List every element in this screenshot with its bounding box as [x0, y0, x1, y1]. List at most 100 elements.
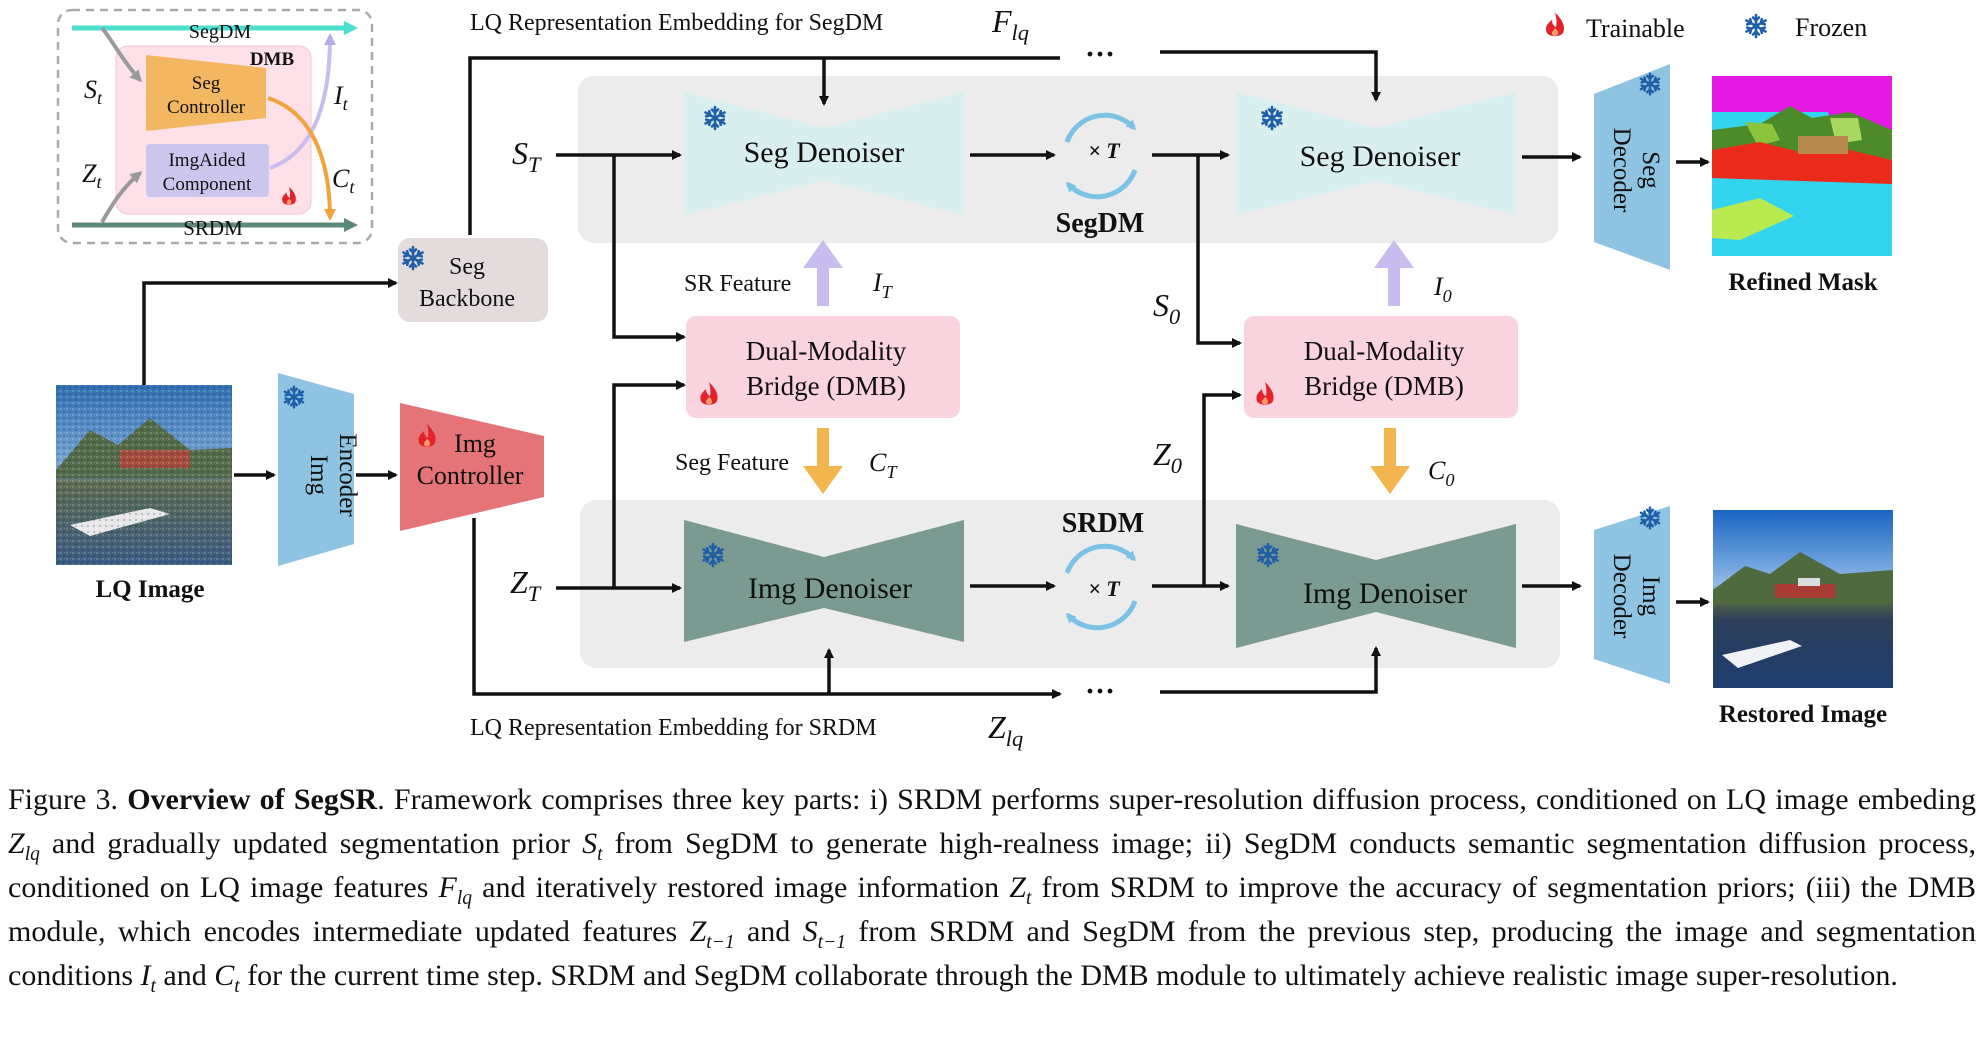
bottom-embedding-label: LQ Representation Embedding for SRDM: [470, 715, 877, 741]
z-T-label: ZT: [510, 564, 542, 606]
caption-p1: . Framework comprises three key parts: i…: [377, 783, 1977, 816]
legend: Trainable Frozen: [1546, 12, 1867, 43]
seg-denoiser-2-label: Seg Denoiser: [1300, 140, 1461, 173]
caption-c-t: Ct: [214, 959, 240, 997]
figure-caption: Figure 3. Overview of SegSR. Framework c…: [8, 778, 1976, 998]
caption-p9: for the current time step. SRDM and SegD…: [239, 959, 1898, 992]
z-lq: Zlq: [988, 709, 1023, 751]
img-denoiser-2: [1236, 524, 1516, 648]
inset-s-t: St: [84, 75, 103, 108]
inset-segdm-label: SegDM: [189, 21, 251, 43]
dmb-2-line1: Dual-Modality: [1304, 336, 1465, 366]
inset-c-t: Ct: [332, 164, 355, 197]
segsr-framework-diagram: SegDM SRDM DMB Seg Controller ImgAided C…: [56, 3, 1893, 751]
seg-decoder-line2: Decoder: [1608, 128, 1635, 213]
inset-imgaided-line1: ImgAided: [168, 150, 246, 171]
lq-image: [56, 385, 232, 565]
top-ellipsis: ···: [1085, 38, 1115, 71]
caption-p4: and iteratively restored image informati…: [472, 871, 1010, 904]
cycle-arrows-icon-2: [1064, 543, 1138, 631]
dmb-2: [1244, 316, 1518, 418]
restored-image: [1713, 510, 1893, 688]
caption-p2: and gradually updated segmentation prior: [39, 827, 583, 860]
i-0-label: I0: [1433, 272, 1452, 306]
caption-z-lq: Zlq: [8, 827, 40, 865]
seg-feature-arrow-2: [1370, 428, 1410, 494]
bottom-embedding: [472, 518, 1381, 699]
top-embedding-label: LQ Representation Embedding for SegDM: [470, 10, 883, 36]
seg-backbone-line1: Seg: [449, 254, 485, 280]
caption-z-t: Zt: [1009, 871, 1032, 909]
refined-mask-label: Refined Mask: [1728, 269, 1877, 296]
dmb-1: [686, 316, 960, 418]
s-T-label: ST: [512, 135, 542, 177]
i-T-label: IT: [872, 268, 894, 302]
sr-feature-arrow-2: [1374, 240, 1414, 306]
cycle-arrows-icon: [1064, 112, 1138, 200]
seg-backbone: [398, 238, 548, 322]
img-encoder-line1: Img: [305, 455, 332, 496]
caption-p6: and: [734, 915, 803, 948]
inset-seg-controller-line1: Seg: [192, 73, 221, 94]
c-0-label: C0: [1428, 456, 1454, 490]
z-0-label: Z0: [1153, 436, 1182, 478]
seg-feature-label: Seg Feature: [675, 450, 789, 476]
srdm-times-T: × T: [1088, 576, 1121, 601]
segdm-label: SegDM: [1056, 208, 1145, 239]
srdm-label: SRDM: [1062, 508, 1144, 539]
inset-srdm-label: SRDM: [183, 216, 243, 240]
img-decoder-line1: Img: [1637, 576, 1664, 617]
caption-p8: and: [155, 959, 215, 992]
seg-denoiser-1: [684, 92, 964, 215]
dmb-1-line1: Dual-Modality: [746, 336, 907, 366]
inset-i-t: It: [333, 81, 349, 114]
seg-feature-arrow-1: [803, 428, 843, 494]
img-denoiser-1: [684, 520, 964, 642]
caption-z-tm1: Zt−1: [689, 915, 735, 953]
img-decoder: [1594, 506, 1670, 684]
caption-p5: from SRDM to improve the accuracy of seg…: [8, 871, 1977, 948]
caption-i-t: It: [140, 959, 156, 997]
sr-feature-arrow-1: [803, 240, 843, 306]
caption-label: Figure 3.: [8, 783, 119, 816]
lq-image-label: LQ Image: [95, 576, 204, 603]
inset-z-t: Zt: [82, 159, 102, 192]
seg-decoder: [1594, 64, 1670, 270]
seg-denoiser-2: [1236, 92, 1516, 215]
img-encoder: [278, 373, 354, 566]
legend-trainable: Trainable: [1586, 14, 1685, 43]
inset-dmb-title: DMB: [250, 49, 295, 70]
seg-decoder-line1: Seg: [1637, 151, 1664, 189]
inset-imgaided-component: [146, 144, 269, 197]
restored-image-label: Restored Image: [1719, 701, 1887, 728]
img-controller-line1: Img: [454, 429, 496, 458]
seg-denoiser-1-label: Seg Denoiser: [744, 136, 905, 169]
refined-mask-image: [1712, 76, 1892, 256]
dmb-1-line2: Bridge (DMB): [746, 371, 906, 401]
c-T-label: CT: [869, 448, 898, 482]
bottom-ellipsis: ···: [1085, 675, 1115, 708]
img-decoder-line2: Decoder: [1608, 554, 1635, 639]
legend-frozen: Frozen: [1795, 13, 1867, 42]
caption-s-tm1: St−1: [802, 915, 846, 953]
img-denoiser-1-label: Img Denoiser: [748, 572, 912, 605]
img-controller: [400, 403, 544, 531]
caption-f-lq: Flq: [438, 871, 473, 909]
seg-backbone-line2: Backbone: [419, 286, 515, 312]
top-embedding: [468, 50, 1381, 235]
inset-seg-controller: [146, 55, 266, 131]
segdm-times-T: × T: [1088, 138, 1121, 163]
dmb-2-line2: Bridge (DMB): [1304, 371, 1464, 401]
inset-seg-controller-line2: Controller: [167, 97, 246, 118]
sr-feature-label: SR Feature: [684, 271, 791, 297]
snowflake-icon: [1745, 13, 1767, 39]
caption-p3: from SegDM to generate high-realness ima…: [8, 827, 1976, 904]
img-denoiser-2-label: Img Denoiser: [1303, 577, 1467, 610]
caption-p7: from SRDM and SegDM from the previous st…: [8, 915, 1976, 992]
f-lq: Flq: [991, 3, 1029, 45]
caption-title: Overview of SegSR: [127, 783, 378, 816]
caption-s-t: St: [582, 827, 603, 865]
flame-icon: [1546, 12, 1565, 37]
dmb-inset: SegDM SRDM DMB Seg Controller ImgAided C…: [56, 8, 374, 245]
s-0-label: S0: [1153, 287, 1180, 329]
